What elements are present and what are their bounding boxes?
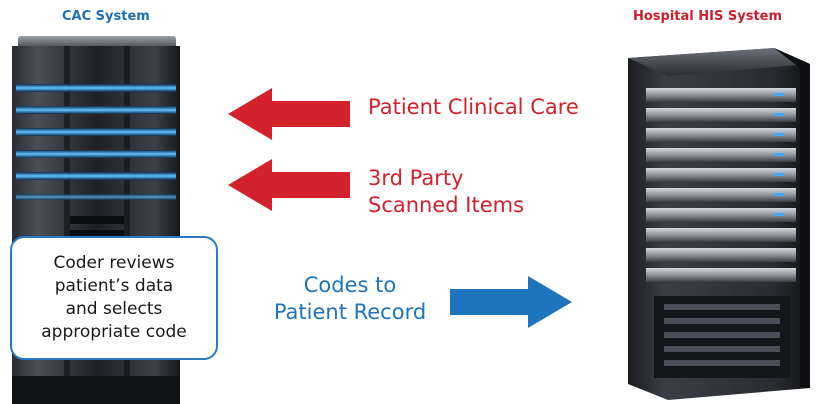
flow-label-clinical-care: Patient Clinical Care [368, 94, 579, 121]
callout-line: Coder reviews [53, 253, 175, 273]
callout-line: appropriate code [41, 322, 187, 342]
arrow-right-icon [450, 276, 572, 328]
flow-label-line: Scanned Items [368, 193, 525, 217]
his-system-title: Hospital HIS System [633, 9, 783, 24]
flow-label-line: Patient Clinical Care [368, 95, 579, 119]
arrow-left-icon [228, 159, 350, 211]
callout-line: and selects [65, 299, 163, 319]
flow-label-line: Patient Record [273, 300, 427, 324]
coder-callout-text: Coder reviews patient’s data and selects… [37, 252, 190, 344]
flow-label-line: 3rd Party [368, 166, 464, 190]
flow-label-codes: Codes to Patient Record [250, 272, 450, 326]
his-server-icon [628, 48, 810, 400]
flow-label-line: Codes to [303, 273, 397, 297]
cac-system-title: CAC System [62, 9, 150, 24]
flow-label-scanned-items: 3rd Party Scanned Items [368, 165, 524, 219]
callout-line: patient’s data [54, 276, 174, 296]
arrow-left-icon [228, 88, 350, 140]
coder-callout-box: Coder reviews patient’s data and selects… [10, 236, 218, 360]
